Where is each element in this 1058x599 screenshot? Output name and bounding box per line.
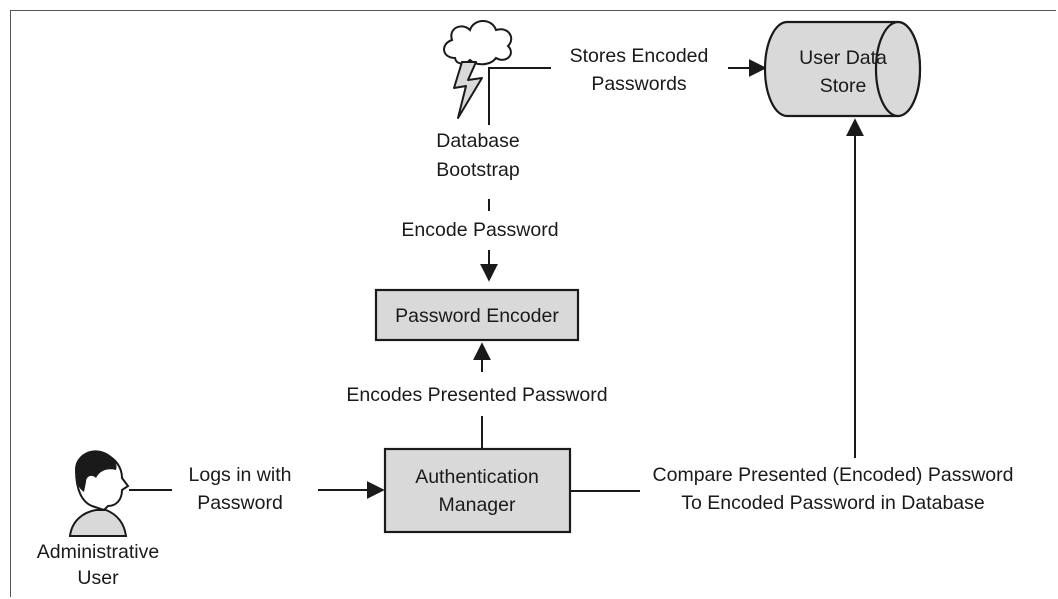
node-label-authentication-manager-2: Manager	[439, 494, 516, 516]
node-label-user-data-store-2: Store	[820, 75, 867, 97]
node-label-database-bootstrap-1: Database	[436, 130, 519, 152]
node-label-authentication-manager-1: Authentication	[415, 466, 539, 488]
edge-label-stores-encoded-1: Stores Encoded	[570, 45, 709, 67]
edge-label-compare-1: Compare Presented (Encoded) Password	[653, 464, 1014, 486]
edge-label-encode-password: Encode Password	[401, 219, 558, 241]
node-label-administrative-user-2: User	[77, 567, 119, 589]
node-user-data-store: User Data Store	[763, 20, 922, 118]
edge-compare: Compare Presented (Encoded) Password To …	[570, 118, 1014, 514]
cloud-lightning-icon	[443, 20, 513, 119]
edge-label-encodes-presented: Encodes Presented Password	[346, 384, 607, 406]
edge-encode-password: Encode Password	[401, 199, 559, 282]
edge-logs-in: Logs in with Password	[129, 464, 385, 514]
edge-label-logs-in-1: Logs in with	[189, 464, 292, 486]
node-label-password-encoder: Password Encoder	[395, 305, 559, 327]
node-password-encoder: Password Encoder	[374, 288, 580, 342]
node-authentication-manager: Authentication Manager	[383, 447, 572, 534]
node-label-administrative-user-1: Administrative	[37, 541, 159, 563]
node-label-database-bootstrap-2: Bootstrap	[436, 159, 520, 181]
edge-stores-encoded: Stores Encoded Passwords	[488, 45, 767, 125]
edge-encodes-presented: Encodes Presented Password	[346, 342, 608, 449]
edge-label-logs-in-2: Password	[197, 492, 283, 514]
node-administrative-user: Administrative User	[37, 541, 159, 589]
edge-label-compare-2: To Encoded Password in Database	[681, 492, 985, 514]
node-database-bootstrap: Database Bootstrap	[436, 130, 520, 181]
edge-label-stores-encoded-2: Passwords	[591, 73, 687, 95]
node-label-user-data-store-1: User Data	[799, 47, 887, 69]
user-person-icon	[68, 450, 130, 537]
